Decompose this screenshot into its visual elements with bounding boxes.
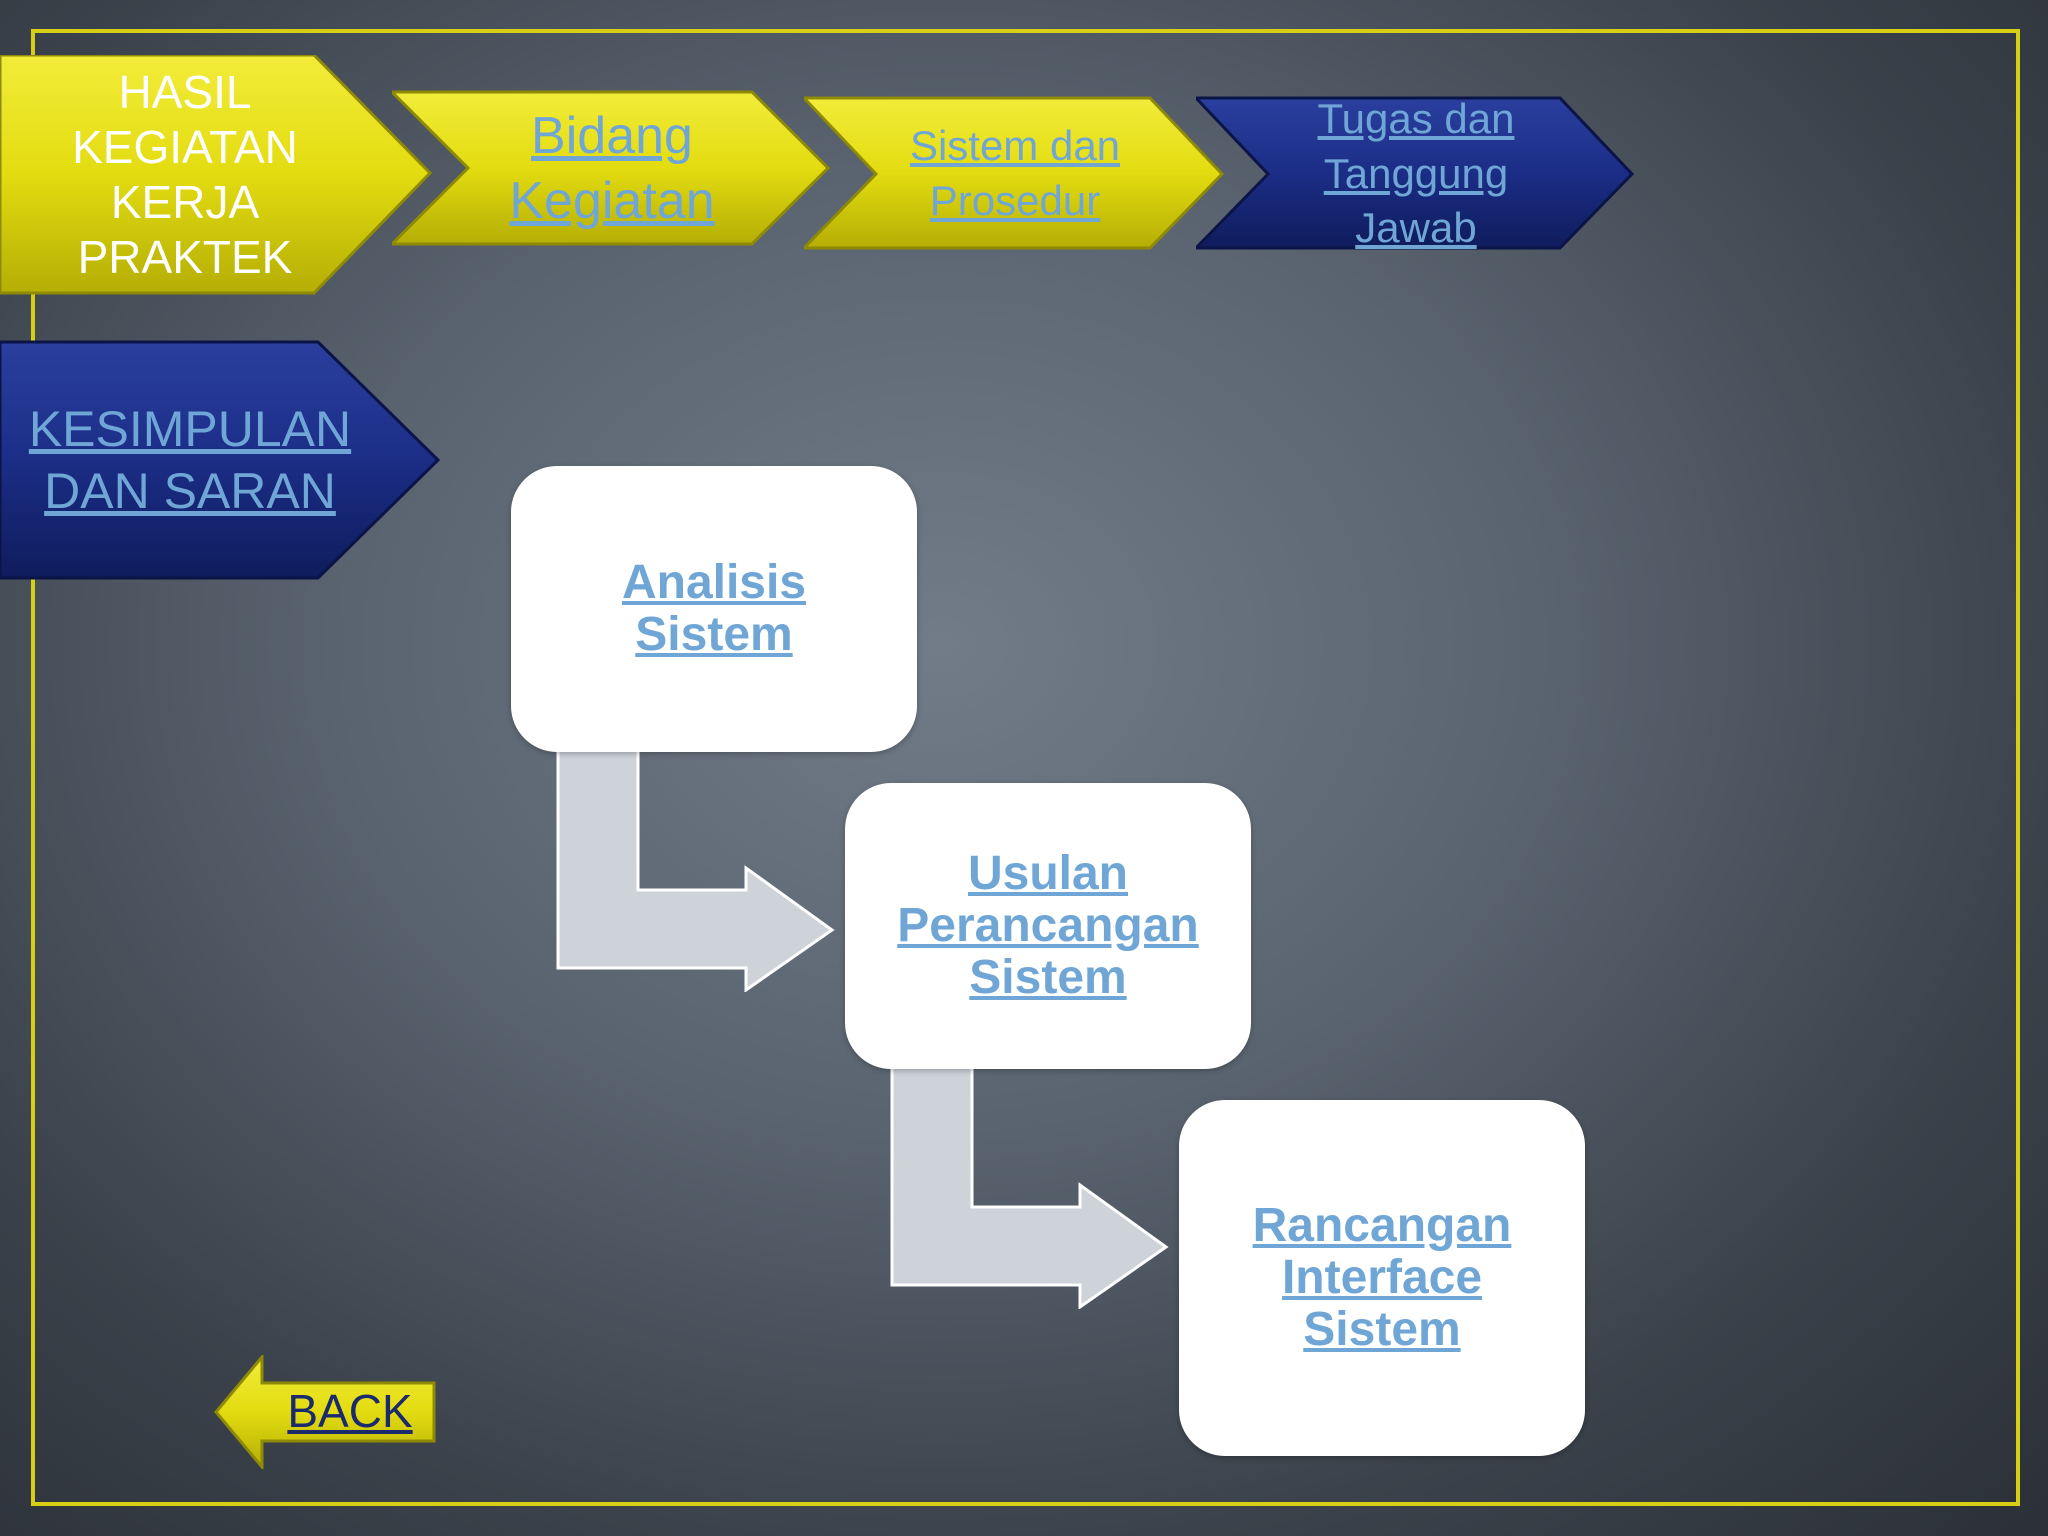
nav-tugas-tanggung-jawab[interactable]: Tugas dan Tanggung Jawab <box>1196 95 1636 252</box>
nav-bidang-label[interactable]: Bidang Kegiatan <box>509 107 715 230</box>
chevron-shape <box>0 340 441 580</box>
nav-hasil-kegiatan[interactable]: HASIL KEGIATAN KERJA PRAKTEK <box>0 55 434 295</box>
back-arrow-icon <box>214 1352 436 1472</box>
chevron-shape <box>804 96 1225 250</box>
flow-step-usulan-perancangan[interactable]: Usulan Perancangan Sistem <box>845 783 1251 1069</box>
nav-tugas-label[interactable]: Tugas dan Tanggung Jawab <box>1317 95 1515 252</box>
back-button[interactable]: BACK <box>214 1352 438 1472</box>
nav-hasil-label: HASIL KEGIATAN KERJA PRAKTEK <box>72 65 298 284</box>
nav-kesimpulan-label[interactable]: KESIMPULAN DAN SARAN <box>28 400 352 520</box>
chevron-shape <box>1196 96 1635 250</box>
flow-arrow-2 <box>890 1065 1169 1309</box>
flow-step-rancangan-label[interactable]: Rancangan Interface Sistem <box>1252 1199 1512 1356</box>
flow-step-usulan-label[interactable]: Usulan Perancangan Sistem <box>897 847 1199 1004</box>
slide-frame <box>31 29 2020 1506</box>
nav-sistem-label[interactable]: Sistem dan Prosedur <box>909 122 1121 224</box>
flow-step-analisis-label[interactable]: Analisis Sistem <box>621 556 807 661</box>
flow-arrow-1 <box>556 748 835 992</box>
flow-step-rancangan-interface[interactable]: Rancangan Interface Sistem <box>1179 1100 1585 1456</box>
nav-sistem-prosedur[interactable]: Sistem dan Prosedur <box>804 96 1226 252</box>
chevron-shape <box>0 55 433 295</box>
nav-kesimpulan-saran[interactable]: KESIMPULAN DAN SARAN <box>0 340 442 580</box>
back-label[interactable]: BACK <box>287 1385 413 1437</box>
chevron-shape <box>392 90 831 246</box>
flow-step-analisis-sistem[interactable]: Analisis Sistem <box>511 466 917 752</box>
nav-bidang-kegiatan[interactable]: Bidang Kegiatan <box>392 90 832 248</box>
